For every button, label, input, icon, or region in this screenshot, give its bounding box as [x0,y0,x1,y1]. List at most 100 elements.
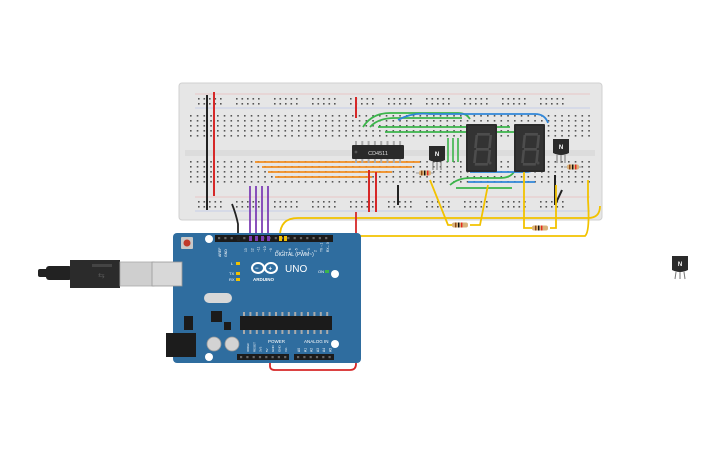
header-pin [271,356,274,359]
hole [534,120,536,122]
header-pin [303,356,306,359]
hole [325,125,327,127]
hole [500,161,503,163]
hole [210,161,212,163]
hole [252,103,255,105]
hole [277,130,280,132]
hole [480,206,483,208]
hole [540,201,542,203]
hole [203,176,206,178]
hole [460,120,462,122]
ic-pin [355,141,357,146]
seg-a [524,133,538,136]
header-pin [258,356,262,359]
hole [547,176,550,178]
hole [480,176,482,178]
hole [426,130,428,132]
hole [588,176,590,178]
hole [304,115,307,117]
hole [264,135,266,137]
hole [271,130,273,132]
hole [258,98,260,100]
hole [284,130,287,132]
digital-pin-label: ~3 [307,248,311,252]
hole [493,176,496,178]
hole [486,103,488,105]
hole [198,201,200,203]
transistor-label: N [559,145,563,151]
hole [334,103,336,105]
hole [460,161,462,163]
hole [352,125,354,127]
hole [365,130,368,132]
hole [500,166,503,168]
hole [290,103,293,105]
seg-g [475,148,489,151]
hole [317,206,320,208]
hole [433,161,435,163]
hole [469,201,472,203]
digital-pin-label: ~5 [294,248,298,252]
hole [433,130,435,132]
hole [358,115,361,117]
header-pin [230,237,233,240]
transistor-body [429,146,445,162]
hole [412,166,415,168]
hole [406,181,408,183]
hole [464,103,466,105]
hole [317,98,320,100]
hole [257,166,260,168]
hole [547,166,550,168]
hole [547,135,550,137]
hole [284,115,287,117]
seg-d [522,163,536,166]
hole [328,201,331,203]
hole [190,125,192,127]
atmega-chip [240,312,332,334]
hole [574,176,577,178]
hole [412,115,415,117]
hole [419,130,422,132]
header-pin [281,237,284,240]
hole [393,98,396,100]
hole [547,130,550,132]
hole [304,135,307,137]
header-pin [284,356,287,359]
hole [433,171,435,173]
hole [446,176,449,178]
hole [453,115,455,117]
hole [568,181,570,183]
hole [500,115,503,117]
hole [271,120,273,122]
hole [439,181,442,183]
hole [399,135,401,137]
hole [217,181,219,183]
hole [236,206,238,208]
hole [311,181,314,183]
hole [298,130,300,132]
digital-pin-label: ~9 [269,248,273,252]
mcu-pin [319,330,322,334]
analog-pin-label: A3 [316,348,320,352]
hole [210,115,212,117]
hole [190,181,192,183]
hole [279,206,282,208]
hole [325,130,327,132]
analog-pin-label: A0 [297,348,301,352]
hole [404,103,407,105]
power-pin-label: 5V [265,348,269,352]
hole [554,115,557,117]
hole [277,120,280,122]
hole [574,171,577,173]
hole [244,161,246,163]
hole [372,120,374,122]
hole [203,98,206,100]
yellow-wire-5 [523,172,532,229]
hole [203,120,206,122]
hole [385,181,388,183]
hole [448,206,450,208]
hole [588,171,590,173]
gnd-label: GND [224,249,228,257]
hole [507,103,510,105]
hole [372,176,374,178]
